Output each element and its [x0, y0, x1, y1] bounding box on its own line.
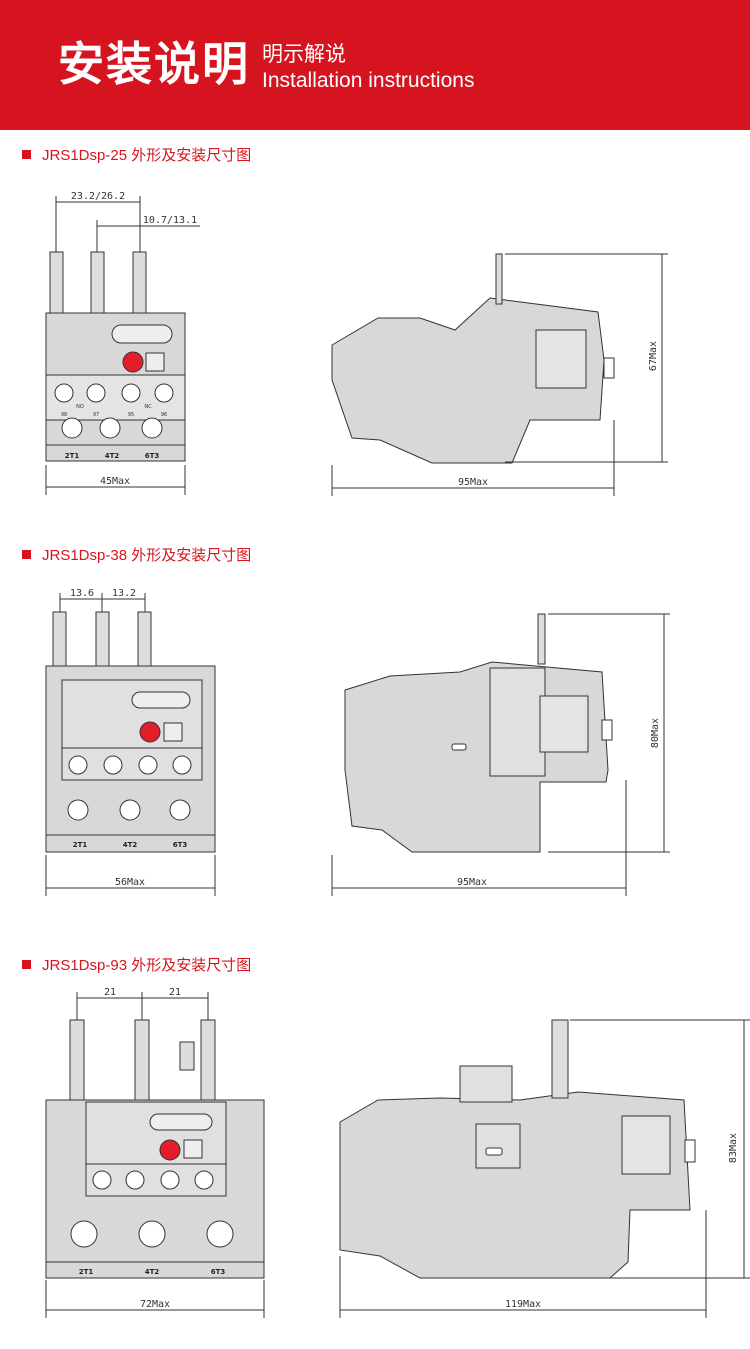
dim-pitch-2: 21 — [169, 987, 181, 998]
bullet-square-icon — [22, 959, 31, 969]
dim-pitch-2: 10.7/13.1 — [143, 215, 197, 226]
dim-pitch-1: 13.6 — [70, 588, 94, 599]
side-view-3 — [339, 1019, 696, 1279]
header-subtitle-cn: 明示解说 — [262, 42, 346, 66]
dim-front-width: 72Max — [140, 1299, 170, 1310]
bullet-square-icon — [22, 149, 31, 159]
terminal-4t2: 4T2 — [145, 1268, 160, 1276]
front-view-1 — [45, 251, 186, 462]
section-2-title: JRS1Dsp-38 外形及安装尺寸图 — [42, 546, 252, 564]
side-view-1 — [331, 253, 615, 464]
dim-side-width: 119Max — [505, 1299, 541, 1310]
section-1-title: JRS1Dsp-25 外形及安装尺寸图 — [42, 146, 252, 164]
terminal-2t1: 2T1 — [65, 452, 80, 460]
terminal-6t3: 6T3 — [145, 452, 160, 460]
header-banner: 安装说明 明示解说 Installation instructions — [0, 0, 750, 130]
section-3-title: JRS1Dsp-93 外形及安装尺寸图 — [42, 956, 252, 974]
dim-front-width: 45Max — [100, 476, 130, 487]
terminal-6t3: 6T3 — [211, 1268, 226, 1276]
terminal-4t2: 4T2 — [123, 841, 138, 849]
section-3-heading: JRS1Dsp-93 外形及安装尺寸图 — [22, 953, 251, 975]
section-3-drawing: 21 21 72Max 2T1 4T2 6T3 — [45, 987, 750, 1318]
reset-button[interactable] — [122, 351, 144, 373]
front-view-2 — [45, 611, 216, 853]
dim-side-height: 83Max — [728, 1133, 739, 1163]
section-2-heading: JRS1Dsp-38 外形及安装尺寸图 — [22, 543, 251, 565]
dim-pitch-1: 23.2/26.2 — [71, 191, 125, 202]
bullet-square-icon — [22, 549, 31, 559]
terminal-2t1: 2T1 — [73, 841, 88, 849]
label-nc: NC — [144, 404, 152, 410]
terminal-4t2: 4T2 — [105, 452, 120, 460]
label-no: NO — [76, 404, 84, 410]
front-view-3 — [45, 1019, 265, 1279]
dim-side-height: 80Max — [650, 718, 661, 748]
section-2-drawing: 13.6 13.2 56Max 2T1 4T2 6T3 — [45, 588, 670, 896]
dim-front-width: 56Max — [115, 877, 145, 888]
dim-side-width: 95Max — [457, 877, 487, 888]
header-subtitle-en: Installation instructions — [262, 69, 475, 92]
terminal-97: 97 — [93, 412, 99, 418]
dim-pitch-1: 21 — [104, 987, 116, 998]
dim-pitch-2: 13.2 — [112, 588, 136, 599]
dim-side-height: 67Max — [648, 341, 659, 371]
side-view-2 — [344, 613, 613, 853]
terminal-2t1: 2T1 — [79, 1268, 94, 1276]
terminal-95: 95 — [128, 412, 134, 418]
reset-button[interactable] — [139, 721, 161, 743]
header-title: 安装说明 — [58, 37, 250, 91]
dim-side-width: 95Max — [458, 477, 488, 488]
section-1-drawing: 23.2/26.2 10.7/13.1 45Max 98 97 95 96 NO… — [45, 191, 668, 496]
section-1-heading: JRS1Dsp-25 外形及安装尺寸图 — [22, 143, 251, 165]
reset-button[interactable] — [159, 1139, 181, 1161]
terminal-98: 98 — [61, 412, 67, 418]
terminal-6t3: 6T3 — [173, 841, 188, 849]
terminal-96: 96 — [161, 412, 167, 418]
